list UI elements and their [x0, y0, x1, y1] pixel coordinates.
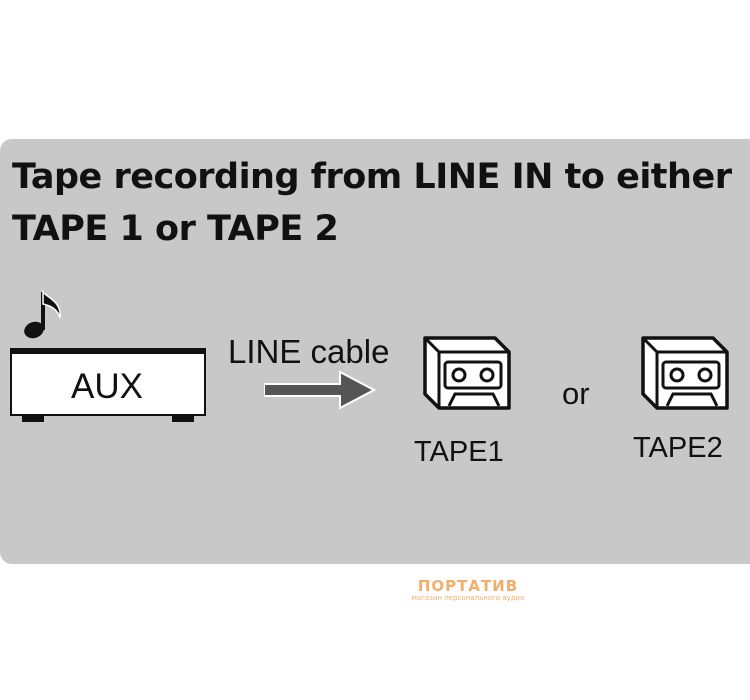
aux-device — [10, 348, 206, 422]
diagram-title: Tape recording from LINE IN to either TA… — [12, 151, 742, 255]
store-watermark: ПОРТАТИВ магазин персонального аудио — [405, 578, 531, 602]
tape2-label: TAPE2 — [633, 432, 723, 464]
music-note-icon — [24, 289, 61, 339]
cassette-tape-icon — [423, 336, 511, 410]
tape1-label: TAPE1 — [414, 436, 504, 468]
aux-label: AUX — [71, 367, 143, 406]
line-cable-label: LINE cable — [228, 333, 390, 370]
cassette-tape-icon — [641, 336, 729, 410]
or-separator: or — [562, 376, 590, 411]
title-line-1: Tape recording from LINE IN to either — [12, 157, 732, 197]
watermark-brand: ПОРТАТИВ — [417, 577, 519, 595]
arrow-right-icon — [264, 370, 376, 410]
title-line-2: TAPE 1 or TAPE 2 — [12, 209, 339, 249]
watermark-tagline: магазин персонального аудио — [411, 594, 525, 602]
